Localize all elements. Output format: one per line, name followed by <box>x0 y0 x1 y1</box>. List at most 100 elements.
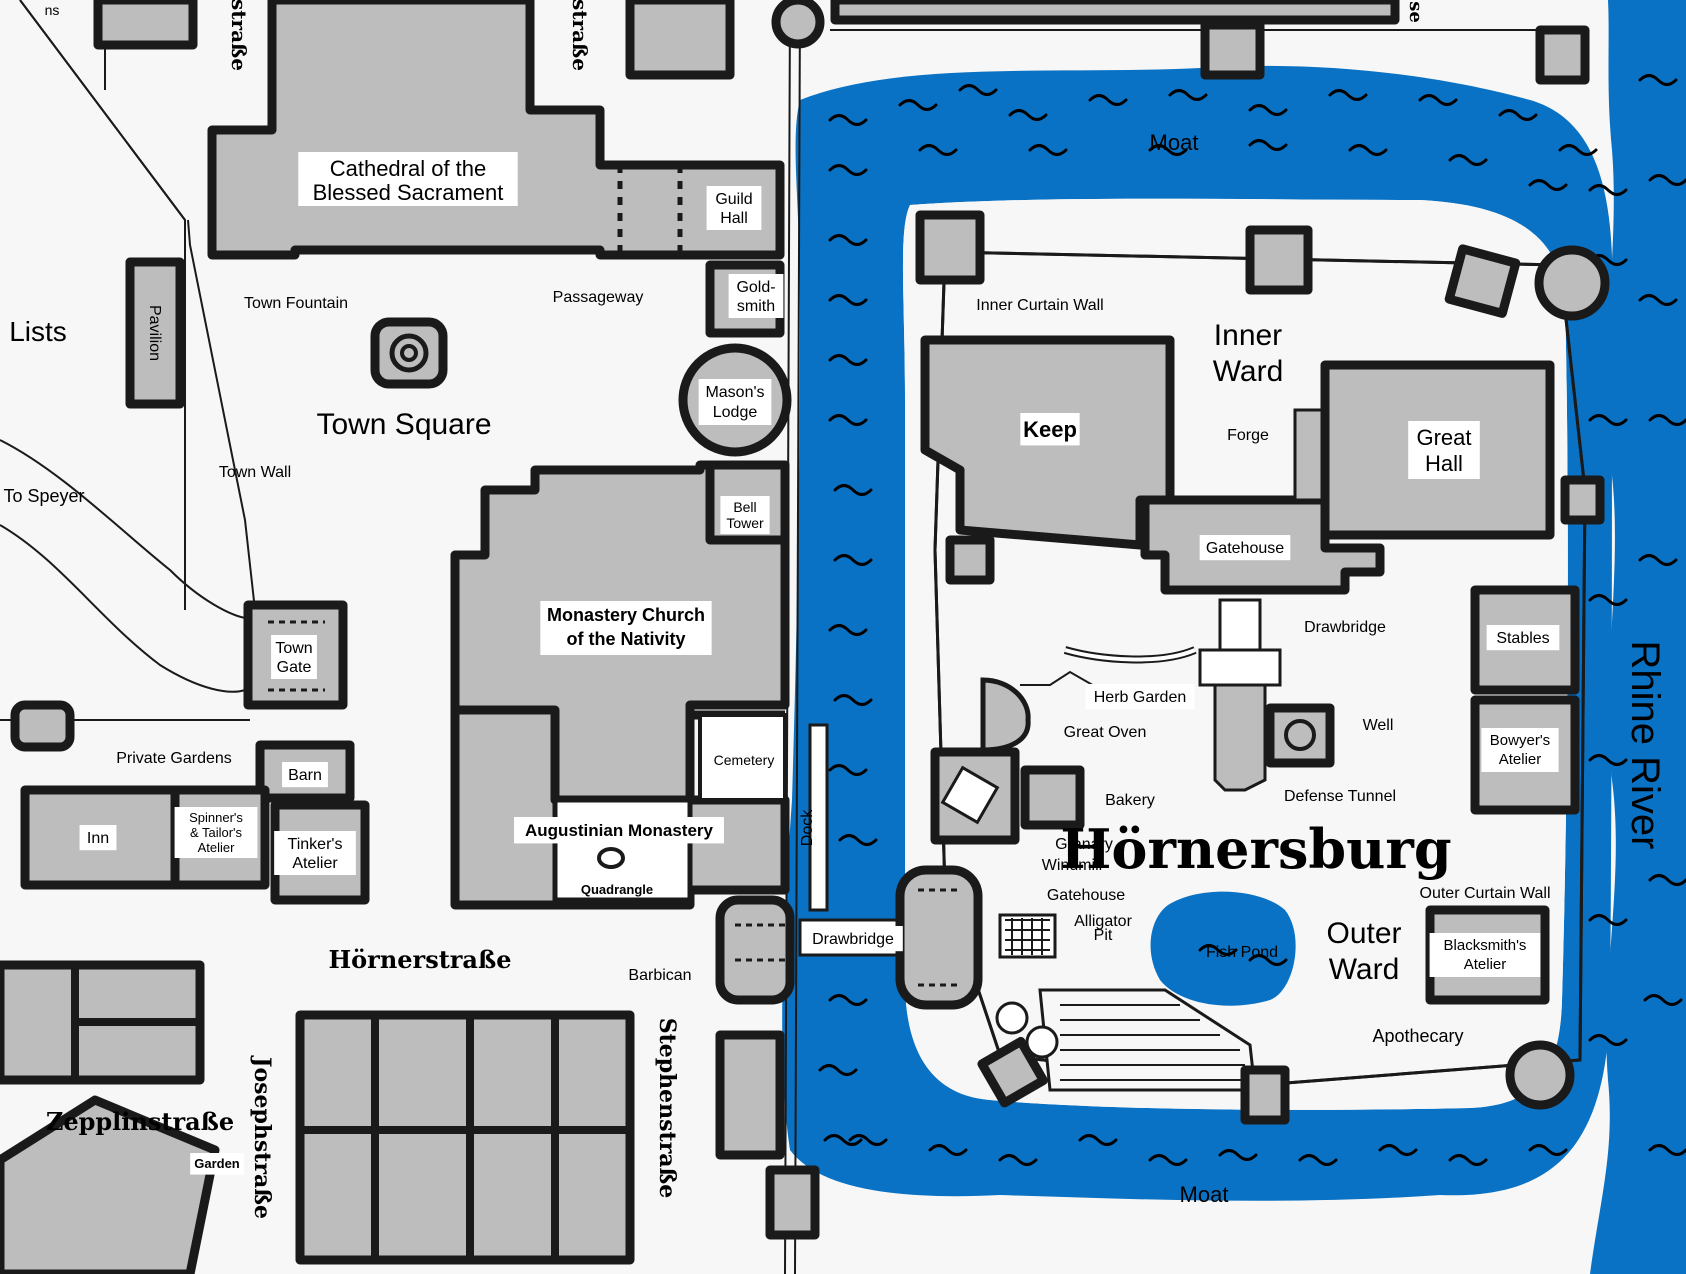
label-spinners: & Tailor's <box>190 825 243 840</box>
tower-sw <box>977 1036 1048 1108</box>
label-group-herb-garden: Herb Garden <box>1085 684 1195 710</box>
block-bottom-mid <box>295 1010 635 1265</box>
label-group-goldsmith: Gold-smith <box>728 274 784 318</box>
label-alligator-pit: Pit <box>1094 927 1113 944</box>
label-drawbridge-inner: Drawbridge <box>1304 619 1386 636</box>
label-masons-lodge: Mason's <box>705 384 764 401</box>
label-group-barbican: Barbican <box>628 967 691 984</box>
label-group-gatehouse-inner: Gatehouse <box>1199 535 1291 561</box>
label-group-edge-ns: ns <box>45 2 60 18</box>
label-to-speyer: To Speyer <box>3 486 84 506</box>
label-guild-hall: Guild <box>715 191 752 208</box>
label-group-inner-curtain-wall: Inner Curtain Wall <box>976 297 1103 314</box>
label-group-windmill: Windmill <box>1042 857 1102 874</box>
label-box <box>1486 625 1560 651</box>
label-tinkers: Atelier <box>292 855 338 872</box>
label-passageway: Passageway <box>553 289 644 306</box>
tower-top-2 <box>1200 20 1265 80</box>
label-dock: Dock <box>799 809 816 846</box>
label-stephenstrasse: Stephenstraße <box>654 1018 680 1199</box>
row-top <box>830 0 1400 25</box>
label-barn: Barn <box>288 767 322 784</box>
wave-mark <box>1328 89 1368 101</box>
label-town-square: Town Square <box>316 408 491 441</box>
label-box <box>274 831 356 875</box>
label-outer-curtain-wall: Outer Curtain Wall <box>1420 885 1551 902</box>
wave-mark <box>828 114 868 126</box>
label-box <box>1429 933 1541 977</box>
label-lists: Lists <box>9 316 67 347</box>
label-great-hall: Great <box>1416 425 1471 450</box>
label-group-town-fountain: Town Fountain <box>244 295 348 312</box>
label-inner-ward: Ward <box>1213 355 1284 388</box>
label-blacksmiths: Blacksmith's <box>1444 937 1527 954</box>
tower-se <box>1505 1040 1575 1110</box>
wave-mark <box>1248 139 1288 151</box>
label-group-gatehouse-outer: Gatehouse <box>1047 887 1125 904</box>
small-gate-left <box>10 700 75 752</box>
label-group-bakery: Bakery <box>1105 792 1155 809</box>
wave-mark <box>1028 144 1068 156</box>
label-inner-ward: Inner <box>1214 319 1282 352</box>
label-hornerstrasse: Hörnerstraße <box>329 945 512 974</box>
label-group-moat-top: Moat <box>1150 130 1199 155</box>
label-great-oven: Great Oven <box>1064 724 1147 741</box>
wave-mark <box>1638 294 1678 306</box>
label-zepplinstrasse: Zepplinstraße <box>46 1107 234 1136</box>
tower-w <box>945 535 995 585</box>
label-group-garden: Garden <box>190 1153 244 1175</box>
wave-mark <box>1448 154 1488 166</box>
wave-mark <box>828 624 868 636</box>
label-box <box>282 762 328 788</box>
label-inn: Inn <box>87 830 109 847</box>
gatehouse-outer-building <box>895 865 983 1010</box>
barbican-building <box>715 895 795 1005</box>
building-bottom-street <box>715 1030 785 1160</box>
tower-top <box>771 0 825 49</box>
label-moat-top: Moat <box>1150 130 1199 155</box>
label-masons-lodge: Lodge <box>713 404 758 421</box>
label-blacksmiths: Atelier <box>1464 956 1507 973</box>
wave-mark <box>828 994 868 1006</box>
label-box <box>1481 728 1559 772</box>
wave-mark <box>1588 1034 1628 1046</box>
label-quadrangle: Quadrangle <box>581 882 653 897</box>
wave-mark <box>1498 109 1538 121</box>
label-outer-ward: Ward <box>1329 953 1400 986</box>
label-forge: Forge <box>1227 427 1269 444</box>
wave-mark <box>1648 414 1686 426</box>
label-group-well: Well <box>1363 717 1394 734</box>
wave-mark <box>918 144 958 156</box>
forge-building <box>1293 408 1327 502</box>
wave-mark <box>1348 144 1388 156</box>
label-drawbridge-town: Drawbridge <box>812 931 894 948</box>
label-moat-bottom: Moat <box>1180 1182 1229 1207</box>
label-group-passageway: Passageway <box>553 289 644 306</box>
bakery-building <box>1020 765 1085 830</box>
label-box <box>1085 684 1195 710</box>
label-inner-curtain-wall: Inner Curtain Wall <box>976 297 1103 314</box>
wave-marks <box>818 74 1686 1166</box>
label-group-town-square: Town Square <box>316 408 491 441</box>
label-group-pavilion: Pavilion <box>146 305 163 361</box>
tower-bottom-street <box>765 1165 820 1240</box>
wave-mark <box>1528 1144 1568 1156</box>
wave-mark <box>848 1134 888 1146</box>
label-group-zepplinstrasse: Zepplinstraße <box>46 1107 234 1136</box>
wave-mark <box>1648 174 1686 186</box>
label-great-hall: Hall <box>1425 451 1463 476</box>
rhine-river <box>1590 0 1686 1274</box>
town-fountain <box>370 317 448 389</box>
tower-ne <box>1444 244 1521 318</box>
label-cathedral: Cathedral of the <box>330 156 487 181</box>
